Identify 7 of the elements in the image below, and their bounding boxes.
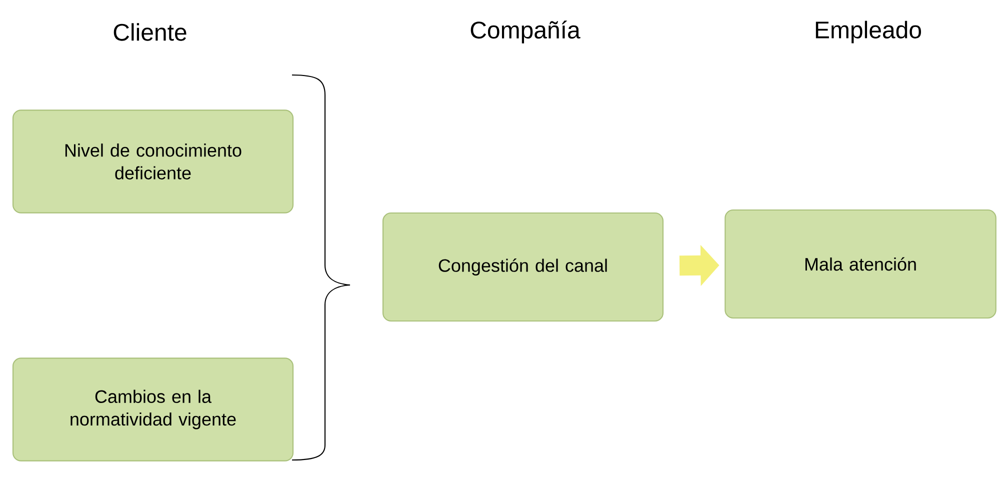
process-box: Cambios en la normatividad vigente bbox=[12, 358, 294, 462]
process-box: Nivel de conocimiento deficiente bbox=[12, 110, 294, 214]
column-heading: Compañía bbox=[470, 20, 580, 44]
column-heading: Empleado bbox=[816, 20, 921, 44]
process-box: Mala atención bbox=[724, 209, 996, 319]
process-box: Congestión del canal bbox=[382, 212, 664, 322]
column-heading: Cliente bbox=[114, 23, 186, 41]
